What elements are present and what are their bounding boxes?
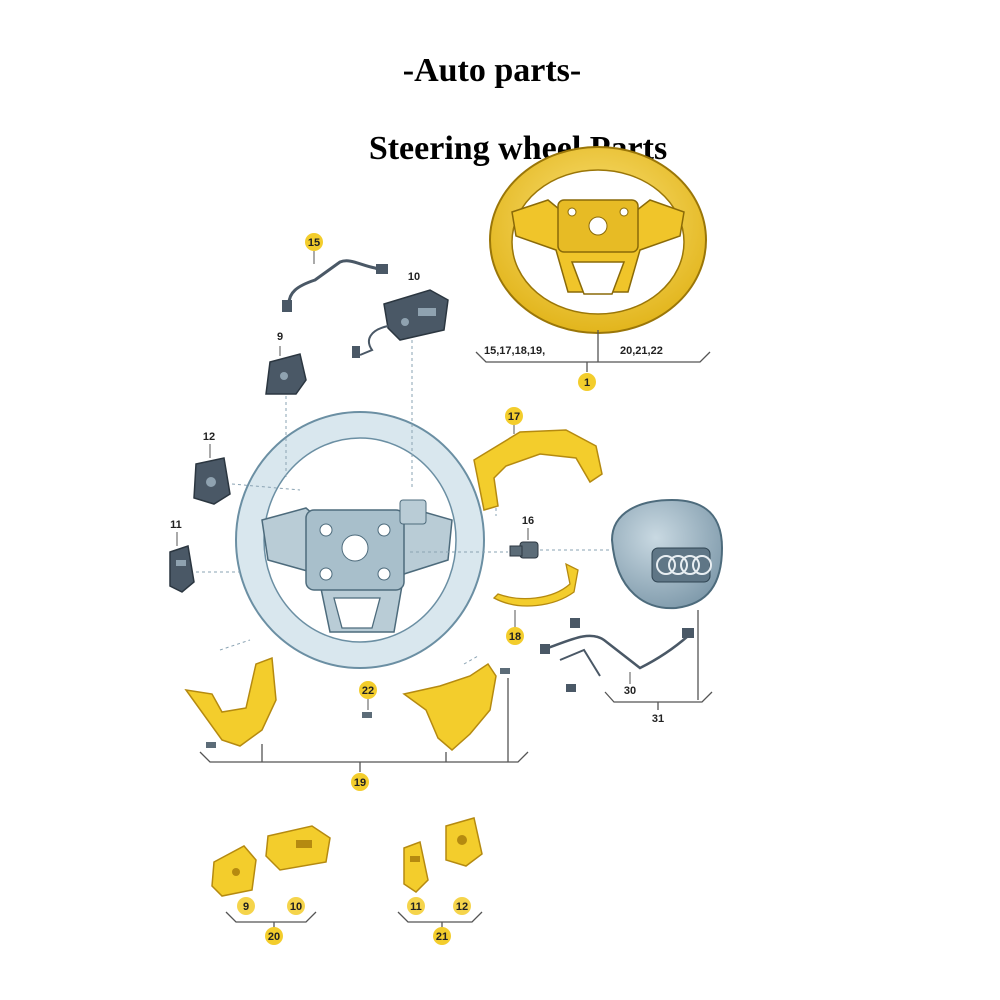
lower-cover-right	[402, 655, 497, 751]
callout-15-badge	[305, 233, 323, 251]
callout-12b-label: 12	[456, 901, 468, 913]
gold-button-cluster-10	[265, 825, 331, 871]
callout-21-badge	[433, 927, 451, 945]
callout-9-label: 9	[277, 331, 283, 343]
callout-21-label: 21	[436, 931, 448, 943]
callout-22-badge	[359, 681, 377, 699]
callout-16-label: 16	[522, 515, 534, 527]
callout-31-label: 31	[652, 713, 664, 725]
wiring-harness-15	[282, 250, 388, 312]
callout-bracket-1	[475, 330, 711, 372]
callout-18-badge	[506, 627, 524, 645]
bolt-16	[410, 528, 610, 559]
callout-bracket-20	[225, 911, 317, 928]
left-button-cluster-9	[265, 346, 307, 480]
callout-1-right-list: 20,21,22	[620, 345, 663, 357]
callout-11-label: 11	[170, 519, 182, 531]
callout-22-label: 22	[362, 685, 374, 697]
main-title: -Auto parts-	[402, 52, 582, 89]
callout-17-label: 17	[508, 411, 520, 423]
callout-1-label: 1	[584, 377, 590, 389]
airbag-module	[610, 498, 724, 610]
complete-steering-wheel	[489, 146, 707, 334]
callout-19-label: 19	[354, 777, 366, 789]
callout-11b-label: 11	[410, 901, 422, 913]
callout-12-label: 12	[203, 431, 215, 443]
callout-20-badge	[265, 927, 283, 945]
screw-22	[206, 668, 510, 748]
callout-1-badge	[578, 373, 596, 391]
callout-10b-text: 10	[290, 901, 302, 913]
trim-cover-17	[473, 424, 603, 516]
callout-15-label: 15	[308, 237, 320, 249]
trim-strip-18	[492, 562, 579, 628]
callout-20-label: 20	[268, 931, 280, 943]
callout-9b-text: 9	[243, 901, 249, 913]
callout-10-label: 10	[408, 271, 420, 283]
gold-button-cluster-9	[211, 845, 257, 897]
gold-button-panel-11	[403, 840, 429, 893]
right-button-cluster-10	[352, 289, 449, 488]
callout-bracket-21	[397, 911, 483, 928]
lower-cover-left	[184, 639, 277, 747]
button-panel-12	[193, 444, 301, 505]
callout-bracket-31	[604, 610, 713, 710]
callout-30-label: 30	[624, 685, 636, 697]
callout-18-label: 18	[509, 631, 521, 643]
button-panel-11	[169, 532, 240, 593]
callout-bracket-19	[199, 678, 529, 772]
airbag-cable-30	[540, 618, 694, 692]
callout-1-left-list: 15,17,18,19,	[484, 345, 545, 357]
callout-19-badge	[351, 773, 369, 791]
steering-wheel-frame	[235, 411, 485, 669]
gold-button-panel-12	[445, 817, 483, 867]
callout-17-badge	[505, 407, 523, 425]
